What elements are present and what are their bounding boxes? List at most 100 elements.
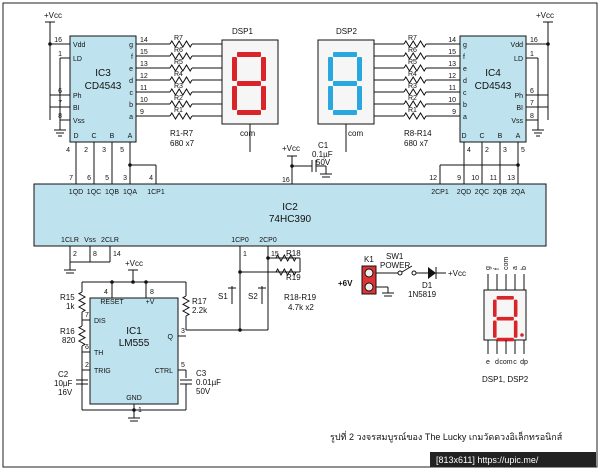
ic2-pin-label: 1QA — [123, 189, 137, 196]
ic3-pin-label: D — [73, 133, 78, 140]
ic2-pin-num: 13 — [507, 175, 515, 182]
terminal-plus-icon — [364, 268, 374, 278]
ic1-pin-label: DIS — [94, 318, 106, 325]
resistor-zigzag-vertical — [77, 291, 87, 313]
ic3-pin-label: LD — [73, 56, 82, 63]
ic3-pin-label: A — [128, 133, 133, 140]
ic4-pin-label: d — [463, 78, 467, 85]
vcc-label: +Vcc — [44, 11, 62, 20]
terminal-minus-icon — [364, 282, 374, 292]
r1-r7-group: R1-R7 — [170, 129, 194, 138]
ic4-pin-label: e — [463, 66, 467, 73]
ic2-pin-num: 3 — [123, 175, 127, 182]
ic2-name: IC2 — [282, 202, 298, 213]
resistor-name-right: R4 — [408, 71, 417, 78]
ic3-pin-label: e — [129, 66, 133, 73]
s2-name: S2 — [248, 292, 258, 301]
ic3-pin-label: g — [129, 42, 133, 49]
r8-r14-group: R8-R14 — [404, 129, 432, 138]
c3-voltage: 50V — [196, 387, 211, 396]
dsp2-com: com — [348, 129, 363, 138]
s1-name: S1 — [218, 292, 228, 301]
ic1-pin-num: 4 — [104, 289, 108, 296]
ic1-pin-num: 6 — [85, 344, 89, 351]
resistor-name-left: R3 — [174, 83, 183, 90]
ic4-pin-label: g — [463, 42, 467, 49]
vcc-label-power: +Vcc — [448, 269, 466, 278]
resistor-zigzag — [403, 40, 427, 48]
ic2-pin-label: 2CLR — [101, 237, 119, 244]
d1-part: 1N5819 — [408, 290, 437, 299]
ic2-pin-num: 10 — [471, 175, 479, 182]
c3-name: C3 — [196, 369, 207, 378]
ic1-pin-num: 5 — [181, 362, 185, 369]
ic3-pin-num: 3 — [102, 147, 106, 154]
resistor-name-right: R2 — [408, 95, 417, 102]
ic4-pin-label: b — [463, 102, 467, 109]
plus6v-label: +6V — [338, 279, 353, 288]
bus-left — [75, 142, 157, 184]
ic3-pin-label: Ph — [73, 93, 82, 100]
ic4-pin-num: 14 — [448, 37, 456, 44]
dsp2-name: DSP2 — [336, 27, 357, 36]
ic1-pin-num: 7 — [85, 312, 89, 319]
ic2-ground — [64, 246, 111, 274]
resistor-zigzag-vertical — [181, 295, 191, 317]
resistor-name-left: R4 — [174, 71, 183, 78]
r17-value: 2.2k — [192, 306, 208, 315]
ic1-pin-label: GND — [126, 395, 142, 402]
ic2-pin-label: 1CP1 — [147, 189, 165, 196]
ic3-pin-num: 16 — [54, 37, 62, 44]
segment-a — [237, 52, 261, 57]
resistor-name-right: R3 — [408, 83, 417, 90]
figure-caption: รูปที่ 2 วงจรสมบูรณ์ของ The Lucky เกมวัด… — [330, 430, 563, 443]
dsp1-display: DSP1 com — [221, 27, 279, 152]
ic3-pin-num: 1 — [58, 51, 62, 58]
ic4-pin-label: c — [463, 90, 467, 97]
ic2-pin-num: 4 — [149, 175, 153, 182]
ic2-pin-num: 8 — [93, 251, 97, 258]
pinout-top-label: a — [512, 266, 519, 270]
ic3-pin-num: 2 — [84, 147, 88, 154]
segment-c — [513, 320, 518, 338]
resistor-zigzag — [275, 253, 297, 263]
ic2-pin-num: 7 — [69, 175, 73, 182]
ic4-pin-num: 9 — [452, 109, 456, 116]
ic4-pin-label: D — [461, 133, 466, 140]
ic4-pin-label: B — [498, 133, 503, 140]
segment-c — [261, 86, 266, 110]
ic1-pin-num: 8 — [150, 289, 154, 296]
r19-name: R19 — [286, 273, 301, 282]
ic2-part: 74HC390 — [269, 214, 312, 225]
r15-value: 1k — [66, 302, 75, 311]
segment-f — [493, 299, 497, 317]
ic1: IC1 LM555 RESET4+V8DIS7TH6TRIG2Q3CTRL5GN… — [85, 289, 185, 414]
pinout-bottom-label: e — [486, 359, 490, 366]
c2-name: C2 — [58, 370, 69, 379]
ic2-pin-label: Vss — [84, 237, 96, 244]
segment-g — [333, 81, 357, 86]
segment-b — [261, 57, 266, 81]
ic3-pin-label: Vdd — [73, 42, 86, 49]
r16-value: 820 — [62, 336, 76, 345]
segment-d — [496, 337, 514, 342]
resistor-zigzag — [403, 88, 427, 96]
ic3-pin-label: Vss — [73, 118, 85, 125]
ic4-pin-label: Vss — [511, 118, 523, 125]
ic4-pin-label: A — [516, 133, 521, 140]
watermark: [813x611] https://upic.me/ — [436, 455, 539, 465]
ic2-pin-label: 2CP1 — [431, 189, 449, 196]
segment-f — [232, 57, 237, 81]
pinout-bottom-label: com — [499, 359, 512, 366]
vcc-ic3: +Vcc — [44, 11, 70, 137]
segment-b — [357, 57, 362, 81]
ic2-pin-num: 9 — [457, 175, 461, 182]
segment-b — [513, 299, 518, 317]
ic2-pin-num: 15 — [271, 251, 279, 258]
ic2-pin-label: 2QC — [475, 189, 489, 196]
c3-value: 0.01µF — [196, 378, 221, 387]
ic3-pin-num: 9 — [140, 109, 144, 116]
resistor-zigzag — [403, 100, 427, 108]
ic3-pin-num: 5 — [120, 147, 124, 154]
ic1-part: LM555 — [119, 338, 150, 349]
